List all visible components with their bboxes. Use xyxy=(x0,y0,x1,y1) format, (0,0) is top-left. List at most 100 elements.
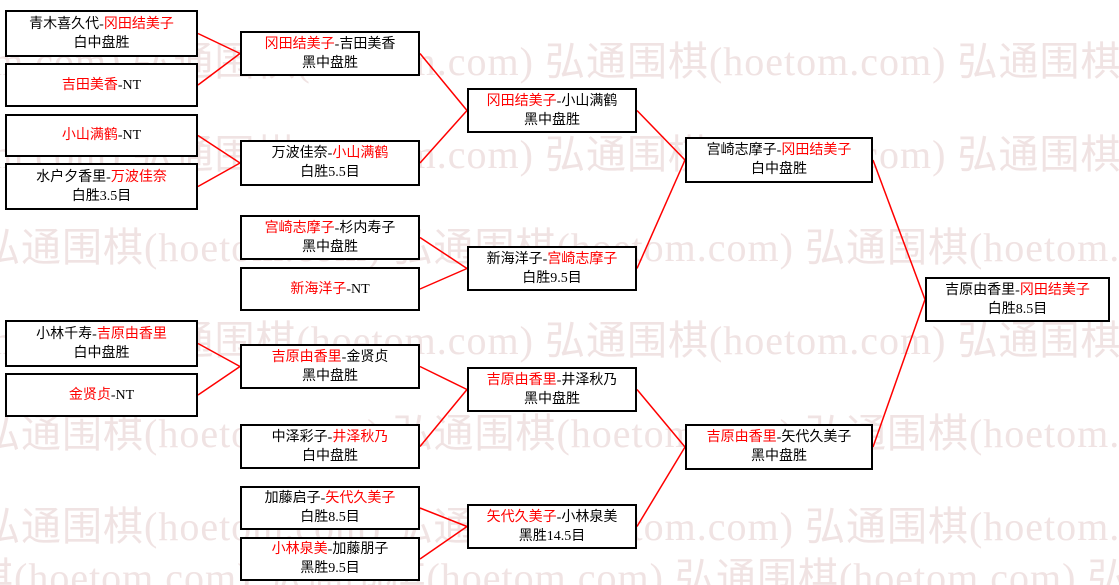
match-result: 白胜8.5目 xyxy=(300,510,360,525)
match-box: 矢代久美子-小林泉美黑胜14.5目 xyxy=(467,504,637,549)
player-name: 新海洋子- xyxy=(486,251,548,267)
match-box: 吉原由香里-冈田结美子白胜8.5目 xyxy=(925,277,1110,322)
bracket-connector-line xyxy=(197,342,241,368)
player-name: 水户夕香里- xyxy=(36,169,111,185)
bracket-connector-line xyxy=(872,299,926,448)
match-players: 小林泉美-加藤朋子 xyxy=(272,540,389,559)
winner-name: 小山满鹤 xyxy=(61,128,118,143)
bracket-connector-line xyxy=(419,53,468,111)
match-result: 白中盘胜 xyxy=(73,35,130,51)
watermark-text: 弘通围棋(hoetom.com) 弘通围棋(hoetom.com) 弘通围棋(h… xyxy=(0,555,1119,585)
match-result: 黑中盘胜 xyxy=(302,368,358,384)
winner-name: 吉原由香里 xyxy=(486,372,557,388)
winner-name: 金贤贞 xyxy=(68,387,111,403)
player-name: -小山满鹤 xyxy=(556,93,618,109)
winner-name: 宫崎志摩子 xyxy=(547,251,618,267)
match-result: 白胜8.5目 xyxy=(987,301,1048,317)
match-result: 白胜3.5目 xyxy=(71,188,132,204)
match-box: 万波佳奈-小山满鹤白胜5.5目 xyxy=(240,140,420,186)
match-box: 金贤贞-NT xyxy=(5,373,198,417)
winner-name: 冈田结美子 xyxy=(103,16,174,32)
match-players: 吉原由香里-矢代久美子 xyxy=(707,428,852,447)
bracket-connector-line xyxy=(419,507,468,528)
bracket-connector-line xyxy=(419,389,468,447)
match-box: 新海洋子-宫崎志摩子白胜9.5目 xyxy=(467,246,637,291)
match-players: 吉田美香-NT xyxy=(62,76,141,95)
match-box: 吉原由香里-矢代久美子黑中盘胜 xyxy=(685,424,873,470)
winner-name: 宫崎志摩子 xyxy=(264,220,335,236)
bracket-connector-line xyxy=(419,267,468,290)
winner-name: 冈田结美子 xyxy=(264,36,335,52)
player-name: 宫崎志摩子- xyxy=(706,143,782,158)
match-players: 宫崎志摩子-冈田结美子 xyxy=(707,141,852,160)
match-players: 宫崎志摩子-杉内寿子 xyxy=(265,219,396,238)
match-players: 新海洋子-宫崎志摩子 xyxy=(487,250,618,269)
match-result: 黑胜9.5目 xyxy=(300,561,360,576)
match-players: 冈田结美子-吉田美香 xyxy=(265,35,396,54)
player-name: -小林泉美 xyxy=(556,509,618,525)
bracket-connector-line xyxy=(872,159,926,300)
winner-name: 小林泉美 xyxy=(271,542,328,557)
winner-name: 矢代久美子 xyxy=(325,491,396,506)
bracket-connector-line xyxy=(419,109,468,164)
match-players: 中泽彩子-井泽秋乃 xyxy=(272,428,389,447)
match-result: 白胜9.5目 xyxy=(522,270,582,286)
match-box: 宫崎志摩子-杉内寿子黑中盘胜 xyxy=(240,215,420,260)
match-players: 加藤启子-矢代久美子 xyxy=(265,489,396,508)
match-box: 冈田结美子-小山满鹤黑中盘胜 xyxy=(467,88,637,133)
player-name: -NT xyxy=(110,387,135,403)
winner-name: 吉原由香里 xyxy=(706,430,777,445)
match-result: 黑中盘胜 xyxy=(524,391,580,407)
bracket-connector-line xyxy=(197,365,241,396)
winner-name: 井泽秋乃 xyxy=(332,429,389,445)
match-players: 青木喜久代-冈田结美子 xyxy=(29,15,174,34)
bracket-connector-line xyxy=(419,365,468,391)
match-box: 吉原由香里-井泽秋乃黑中盘胜 xyxy=(467,367,637,412)
match-box: 小山满鹤-NT xyxy=(5,114,198,157)
player-name: 青木喜久代- xyxy=(29,16,104,32)
player-name: 加藤启子- xyxy=(264,491,326,506)
match-result: 白中盘胜 xyxy=(73,345,130,361)
winner-name: 吉原由香里 xyxy=(96,326,167,342)
player-name: -NT xyxy=(117,128,142,143)
watermark-text: 弘通围棋(hoetom.com) 弘通围棋(hoetom.com) 弘通围棋(h… xyxy=(0,411,1119,456)
match-players: 小林千寿-吉原由香里 xyxy=(36,325,167,344)
winner-name: 吉原由香里 xyxy=(271,349,342,365)
match-box: 宫崎志摩子-冈田结美子白中盘胜 xyxy=(685,137,873,183)
match-result: 黑胜14.5目 xyxy=(518,528,586,544)
match-box: 吉原由香里-金贤贞黑中盘胜 xyxy=(240,344,420,389)
bracket-connector-line xyxy=(419,525,468,560)
player-name: 中泽彩子- xyxy=(271,429,333,445)
player-name: -NT xyxy=(117,77,142,93)
bracket-connector-line xyxy=(197,52,241,86)
match-box: 中泽彩子-井泽秋乃白中盘胜 xyxy=(240,424,420,469)
match-result: 黑中盘胜 xyxy=(751,449,807,464)
match-result: 白中盘胜 xyxy=(751,162,807,177)
match-box: 小林泉美-加藤朋子黑胜9.5目 xyxy=(240,537,420,581)
match-result: 白中盘胜 xyxy=(302,448,358,464)
player-name: -NT xyxy=(346,281,370,297)
match-players: 吉原由香里-井泽秋乃 xyxy=(487,371,618,390)
match-box: 青木喜久代-冈田结美子白中盘胜 xyxy=(5,10,198,57)
match-box: 小林千寿-吉原由香里白中盘胜 xyxy=(5,320,198,367)
bracket-connector-line xyxy=(419,236,468,270)
winner-name: 冈田结美子 xyxy=(1019,282,1090,298)
match-players: 小山满鹤-NT xyxy=(62,126,141,145)
player-name: -吉田美香 xyxy=(334,36,396,52)
bracket-connector-line xyxy=(197,32,241,55)
player-name: -加藤朋子 xyxy=(327,542,389,557)
match-box: 水户夕香里-万波佳奈白胜3.5目 xyxy=(5,163,198,210)
match-box: 冈田结美子-吉田美香黑中盘胜 xyxy=(240,31,420,76)
match-box: 吉田美香-NT xyxy=(5,63,198,107)
match-players: 新海洋子-NT xyxy=(290,280,369,299)
match-result: 黑中盘胜 xyxy=(302,239,358,255)
winner-name: 万波佳奈 xyxy=(110,169,167,185)
match-box: 加藤启子-矢代久美子白胜8.5目 xyxy=(240,486,420,530)
match-box: 新海洋子-NT xyxy=(240,267,420,311)
match-players: 矢代久美子-小林泉美 xyxy=(487,508,618,527)
bracket-connector-line xyxy=(636,109,686,161)
player-name: -矢代久美子 xyxy=(776,430,852,445)
winner-name: 小山满鹤 xyxy=(332,146,389,161)
